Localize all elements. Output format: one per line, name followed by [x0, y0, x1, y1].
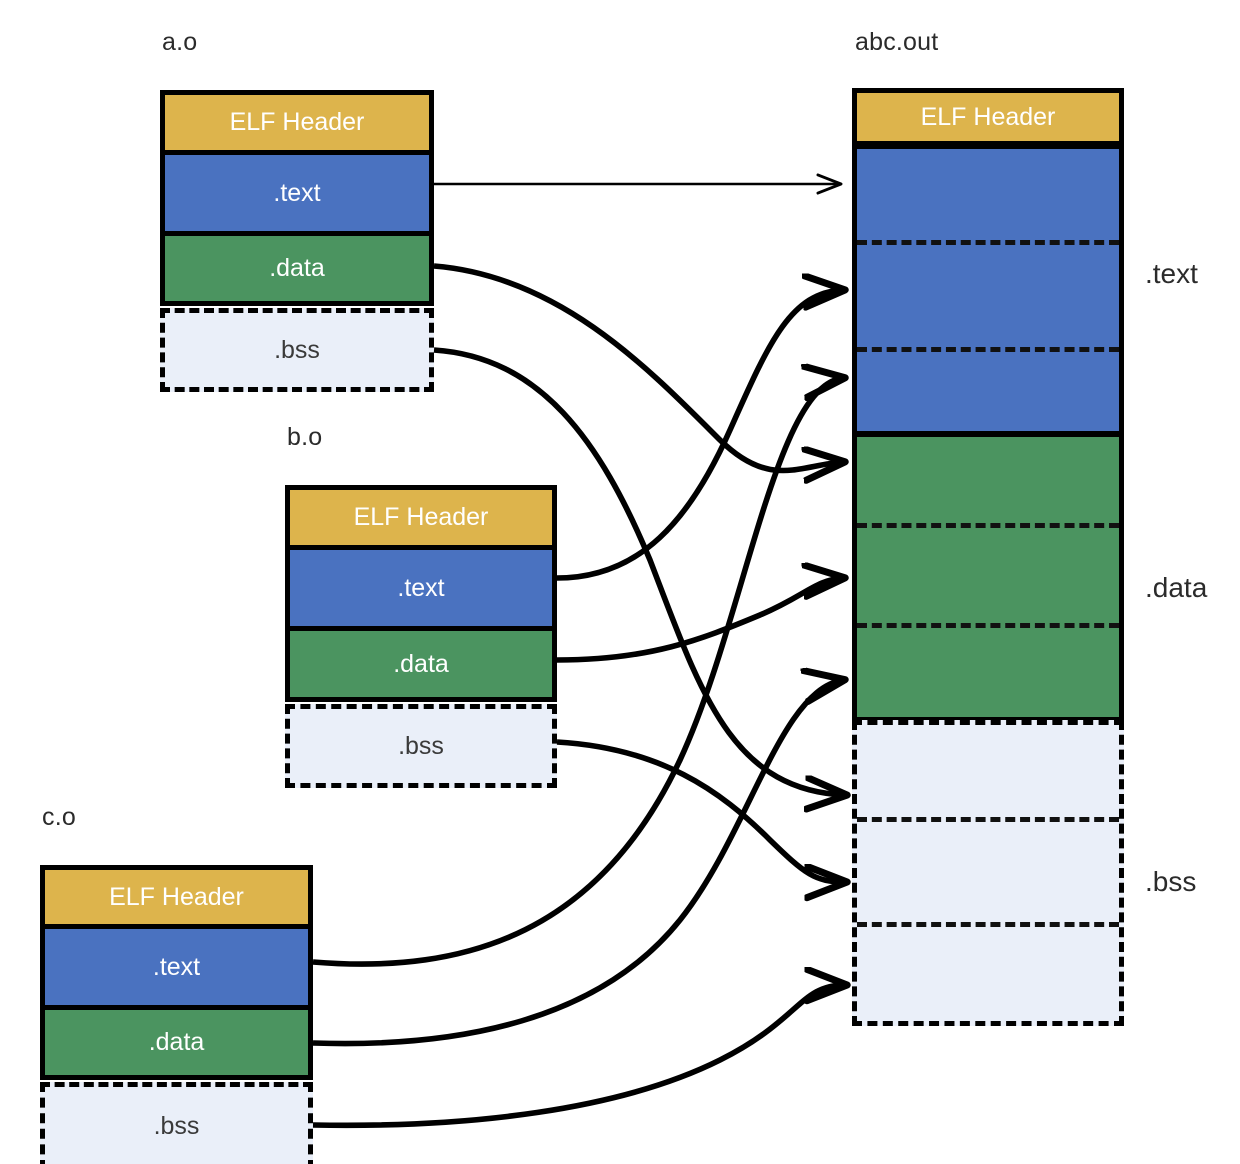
object-file-c-o: ELF Header .text .data .bss: [40, 865, 313, 1164]
abc-out-segment-bss: [852, 720, 1124, 1026]
arrow-co-bss: [312, 985, 845, 1129]
a-o-segment-data: .data: [165, 236, 429, 301]
b-o-segment-data: .data: [290, 631, 552, 697]
abc-out-label-data: .data: [1145, 572, 1208, 603]
file-label-b-o: b.o: [287, 423, 323, 451]
c-o-solid-group: ELF Header .text .data: [40, 865, 313, 1080]
abc-out-segment-elf-header: ELF Header: [852, 88, 1124, 146]
arrow-bo-data: [556, 578, 843, 663]
b-o-segment-text: .text: [290, 550, 552, 626]
abc-out-text-divider-2: [857, 347, 1119, 352]
abc-out-text-divider-1: [857, 240, 1119, 245]
object-file-b-o: ELF Header .text .data .bss: [285, 485, 557, 788]
a-o-segment-text: .text: [165, 155, 429, 231]
file-label-abc-out: abc.out: [855, 28, 939, 56]
file-label-c-o: c.o: [42, 803, 76, 831]
abc-out-label-bss: .bss: [1145, 866, 1197, 897]
abc-out-bss-divider-2: [857, 922, 1119, 927]
abc-out-segment-data: [852, 432, 1124, 722]
abc-out-segment-text: [852, 144, 1124, 436]
abc-out-bss-divider-1: [857, 817, 1119, 822]
b-o-segment-bss: .bss: [285, 704, 557, 788]
abc-out-data-divider-1: [857, 523, 1119, 528]
file-label-a-o: a.o: [162, 28, 198, 56]
abc-out-data-divider-2: [857, 623, 1119, 628]
c-o-segment-bss: .bss: [40, 1082, 313, 1164]
abc-out-label-text: .text: [1145, 258, 1198, 289]
c-o-segment-data: .data: [45, 1010, 308, 1075]
arrow-ao-data: [433, 263, 843, 471]
output-file-abc-out: ELF Header: [852, 88, 1124, 1028]
arrow-bo-bss: [556, 739, 845, 882]
c-o-segment-elf-header: ELF Header: [45, 870, 308, 924]
a-o-segment-elf-header: ELF Header: [165, 95, 429, 150]
b-o-segment-elf-header: ELF Header: [290, 490, 552, 545]
arrow-bo-text: [556, 290, 843, 581]
object-file-a-o: ELF Header .text .data .bss: [160, 90, 434, 392]
c-o-segment-text: .text: [45, 929, 308, 1005]
b-o-solid-group: ELF Header .text .data: [285, 485, 557, 702]
a-o-segment-bss: .bss: [160, 308, 434, 392]
a-o-solid-group: ELF Header .text .data: [160, 90, 434, 306]
